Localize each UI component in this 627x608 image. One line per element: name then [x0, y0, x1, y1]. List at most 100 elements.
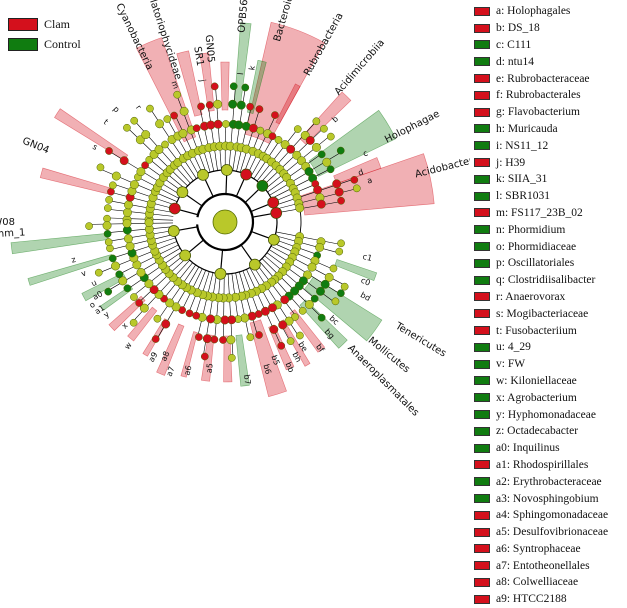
tree-node [248, 312, 256, 320]
tree-branch [215, 274, 221, 340]
taxa-label: i: NS11_12 [496, 140, 548, 152]
taxa-swatch [474, 444, 490, 453]
tree-node [130, 293, 137, 300]
tree-node [222, 120, 229, 127]
taxa-legend-item: u: 4_29 [474, 339, 626, 356]
tree-node [313, 186, 321, 194]
phylum-node [249, 259, 260, 270]
leaf-label: p [111, 104, 121, 114]
taxa-legend-item: a8: Colwelliaceae [474, 574, 626, 591]
tree-node [193, 125, 200, 132]
tree-node [306, 136, 314, 144]
taxa-legend-item: q: Clostridiisalibacter [474, 272, 626, 289]
tree-node [109, 255, 116, 262]
tree-node [247, 103, 254, 110]
tree-node [161, 141, 168, 148]
tree-node [206, 315, 214, 323]
tree-node [337, 240, 344, 247]
taxa-label: a9: HTCC2188 [496, 593, 567, 605]
taxa-legend-item: a9: HTCC2188 [474, 591, 626, 608]
tree-node [164, 115, 171, 122]
phylum-node [271, 207, 282, 218]
tree-node [105, 288, 112, 295]
taxa-label: b: DS_18 [496, 22, 540, 34]
taxa-legend-item: i: NS11_12 [474, 137, 626, 154]
taxa-swatch [474, 124, 490, 133]
phylum-node [257, 180, 268, 191]
tree-branch [111, 192, 175, 209]
tree-node [270, 325, 278, 333]
taxa-label: p: Oscillatoriales [496, 257, 574, 269]
taxa-swatch [474, 477, 490, 486]
taxa-label: v: FW [496, 358, 525, 370]
leaf-label: k [247, 65, 257, 71]
tree-node [318, 151, 325, 158]
tree-branch [107, 227, 173, 233]
clade-label: Cyanobacteria [113, 2, 155, 72]
tree-node [257, 127, 264, 134]
taxa-swatch [474, 91, 490, 100]
taxa-swatch [474, 309, 490, 318]
taxa-legend-item: r: Anaerovorax [474, 289, 626, 306]
leaf-label: a5 [205, 363, 215, 374]
taxa-legend-item: n: Phormidium [474, 221, 626, 238]
leaf-label: a6 [182, 365, 193, 377]
root-node [213, 210, 237, 234]
tree-node [230, 83, 237, 90]
leaf-label: bd [359, 290, 372, 303]
tree-node [95, 269, 102, 276]
clade-label: GN04 [21, 136, 51, 157]
taxa-swatch [474, 259, 490, 268]
taxa-swatch [474, 175, 490, 184]
clade-label: Holophagae [383, 109, 441, 146]
cladogram: BacteroidetesOPB56CyanobacteriaOscillato… [0, 0, 470, 516]
tree-node [237, 101, 245, 109]
taxa-legend-item: a6: Syntrophaceae [474, 541, 626, 558]
tree-branch [273, 243, 333, 269]
taxa-swatch [474, 108, 490, 117]
tree-node [126, 242, 134, 250]
taxa-label: d: ntu14 [496, 56, 534, 68]
phylum-node [221, 165, 232, 176]
tree-node [112, 172, 120, 180]
taxa-label: a4: Sphingomonadaceae [496, 509, 608, 521]
tree-node [124, 201, 132, 209]
tree-node [335, 188, 343, 196]
taxa-legend-item: a7: Entotheonellales [474, 557, 626, 574]
taxa-label: a2: Erythrobacteraceae [496, 476, 602, 488]
taxa-label: x: Agrobacterium [496, 392, 577, 404]
taxa-swatch [474, 376, 490, 385]
tree-node [318, 314, 325, 321]
taxa-legend-item: e: Rubrobacteraceae [474, 70, 626, 87]
taxa-swatch [474, 40, 490, 49]
taxa-label: w: Kiloniellaceae [496, 375, 577, 387]
tree-node [337, 290, 344, 297]
tree-node [247, 334, 254, 341]
taxa-swatch [474, 57, 490, 66]
leaf-label: a7 [165, 365, 177, 377]
taxa-swatch [474, 292, 490, 301]
taxa-legend-item: a: Holophagales [474, 3, 626, 20]
tree-node [211, 83, 218, 90]
tree-node [278, 321, 286, 329]
taxa-swatch [474, 393, 490, 402]
tree-node [211, 336, 218, 343]
tree-branch [110, 234, 174, 250]
tree-node [123, 124, 130, 131]
tree-node [327, 166, 334, 173]
tree-node [341, 283, 348, 290]
tree-node [315, 243, 323, 251]
tree-node [162, 320, 170, 328]
tree-node [155, 120, 163, 128]
tree-branch [113, 238, 176, 258]
clade-label: SR1 [191, 46, 205, 67]
tree-node [213, 100, 221, 108]
phylum-node [241, 169, 252, 180]
taxa-legend-item: a3: Novosphingobium [474, 490, 626, 507]
taxa-label: a6: Syntrophaceae [496, 543, 581, 555]
tree-node [104, 230, 111, 237]
clam-swatch [8, 18, 38, 31]
group-legend-item-control: Control [8, 34, 81, 54]
taxa-label: a1: Rhodospirillales [496, 459, 588, 471]
tree-branch [237, 107, 252, 171]
